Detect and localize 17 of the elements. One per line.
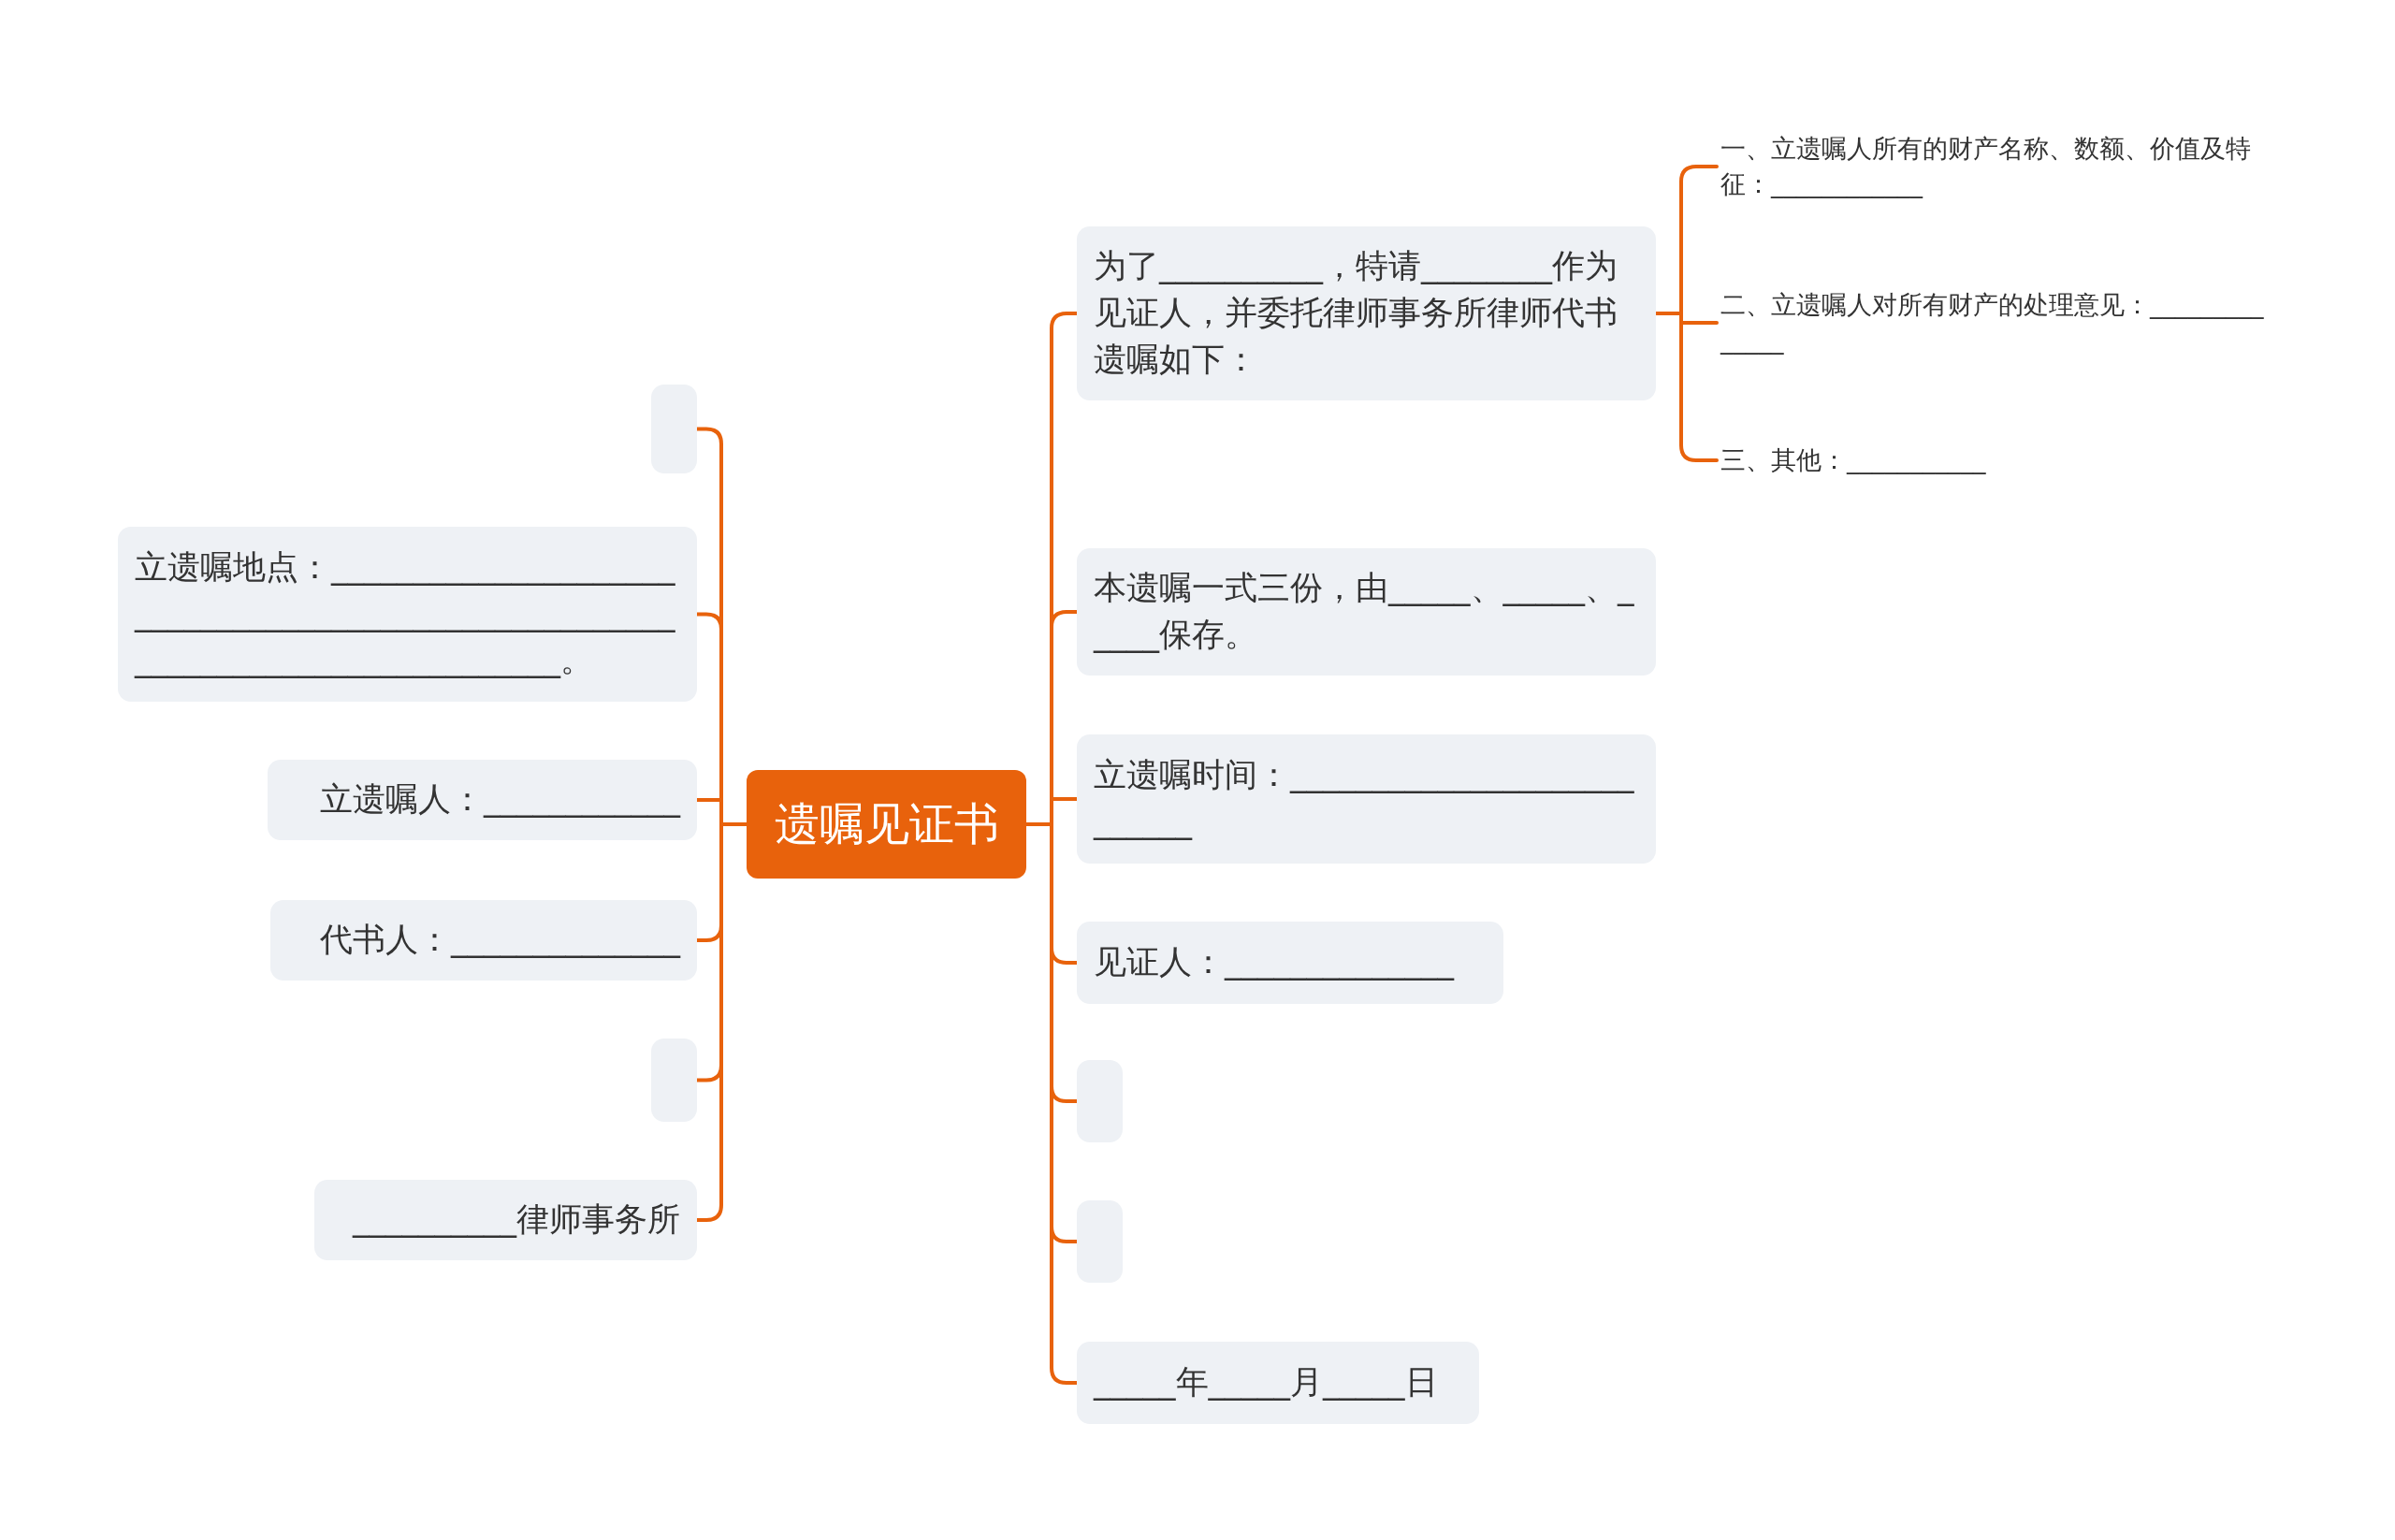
central-topic-box: 遗嘱见证书: [747, 770, 1026, 879]
topic-box: 本遗嘱一式三份，由_____、_____、_____保存。: [1077, 548, 1656, 676]
topic-box: 立遗嘱地点：________________________________________________________________________________。: [118, 527, 697, 702]
topic-box: _____年_____月_____日: [1077, 1342, 1479, 1424]
topic-box: 立遗嘱时间：___________________________: [1077, 734, 1656, 864]
empty-topic-box: [651, 1039, 697, 1122]
topic-text: 二、立遗嘱人对所有财产的处理意见：______________: [1717, 283, 2278, 362]
topic-box: __________律师事务所: [314, 1180, 697, 1260]
topic-box: 见证人：______________: [1077, 922, 1503, 1004]
empty-topic-box: [1077, 1060, 1123, 1142]
topic-text: 一、立遗嘱人所有的财产名称、数额、价值及特征：____________: [1717, 127, 2278, 206]
topic-box: 代书人：______________: [270, 900, 697, 981]
empty-topic-box: [651, 385, 697, 473]
topic-box: 为了__________，特请________作为见证人，并委托律师事务所律师代书遗嘱如下：: [1077, 226, 1656, 400]
topic-text: 三、其他：___________: [1717, 440, 2278, 481]
empty-topic-box: [1077, 1200, 1123, 1283]
topic-box: 立遗嘱人：____________: [268, 760, 697, 840]
